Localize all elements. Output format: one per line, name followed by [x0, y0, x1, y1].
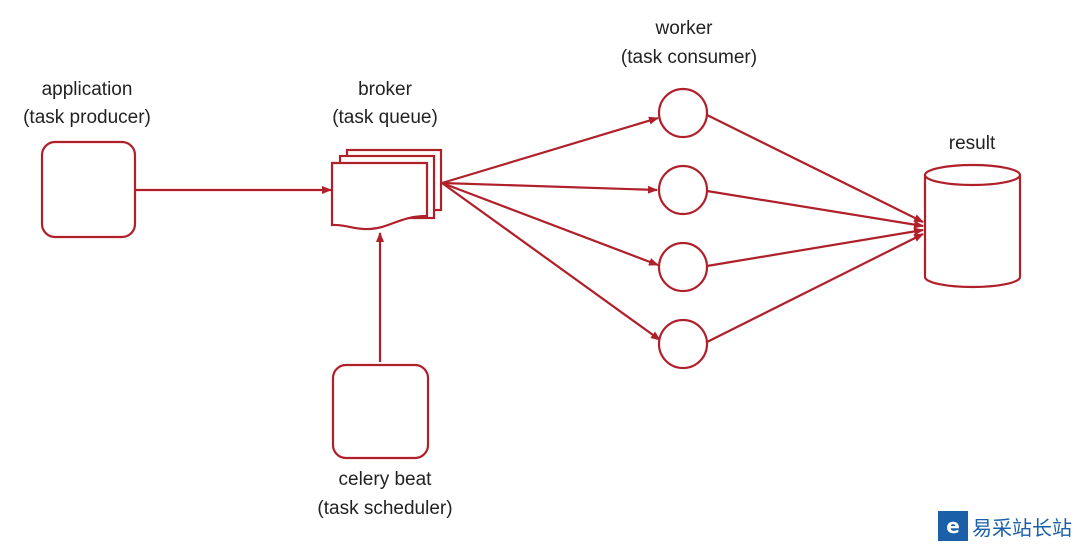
result-label: result	[949, 133, 996, 154]
broker-label: broker	[358, 79, 413, 100]
edge-broker-worker-1	[441, 116, 659, 185]
broker-node	[330, 148, 443, 231]
edge-worker-2-result	[706, 189, 924, 229]
scheduler-label: celery beat	[339, 469, 433, 490]
worker-node-4	[657, 318, 709, 370]
scheduler-node	[331, 363, 430, 460]
worker-label: worker	[654, 18, 713, 39]
edge-broker-worker-2	[441, 181, 658, 194]
edge-broker-worker-3	[441, 181, 659, 267]
e-logo-icon: e	[938, 511, 968, 541]
edge-broker-worker-4	[441, 182, 661, 341]
edge-worker-3-result	[706, 227, 924, 268]
application-sublabel: (task producer)	[23, 107, 151, 128]
edge-worker-1-result	[706, 114, 924, 223]
watermark: e 易采站长站	[938, 509, 1072, 543]
worker-node-1	[657, 87, 709, 139]
worker-node-2	[657, 164, 709, 216]
application-node	[40, 140, 137, 239]
worker-node-3	[657, 241, 709, 293]
edge-worker-4-result	[706, 233, 924, 343]
watermark-text: 易采站长站	[972, 515, 1072, 540]
scheduler-sublabel: (task scheduler)	[317, 498, 452, 519]
broker-sublabel: (task queue)	[332, 107, 438, 128]
result-node	[923, 163, 1022, 289]
application-label: application	[42, 79, 133, 100]
worker-sublabel: (task consumer)	[621, 47, 757, 68]
